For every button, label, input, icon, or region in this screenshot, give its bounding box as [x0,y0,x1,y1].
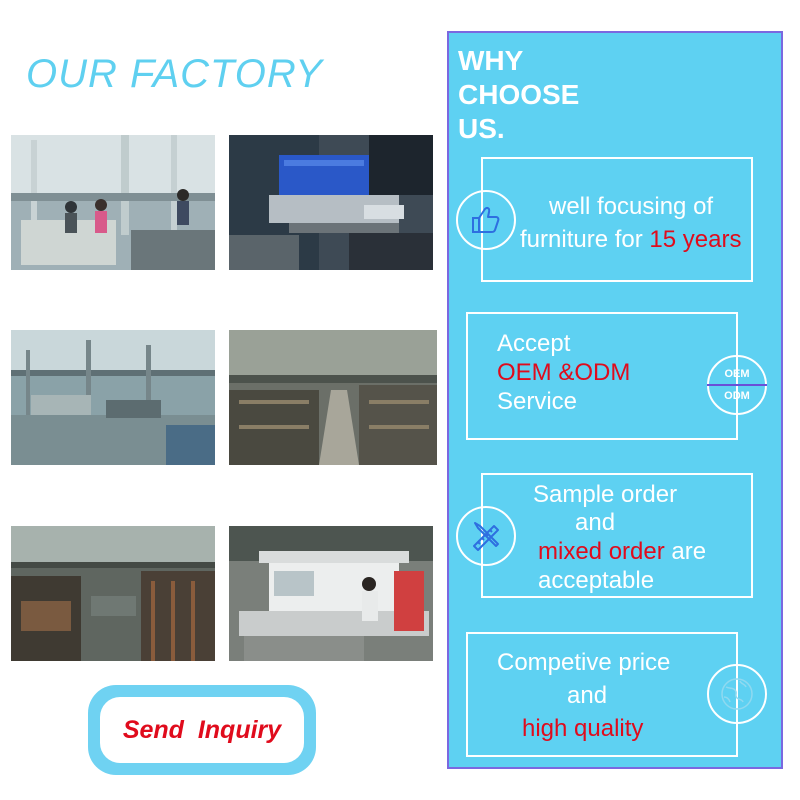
factory-photo [11,330,215,465]
highlight-text: mixed order [538,538,665,565]
pencil-ruler-icon [456,506,516,566]
thumbs-up-icon [456,190,516,250]
card-text-line: Service [497,388,578,415]
factory-photo [229,330,437,465]
factory-photo [229,135,433,270]
card-text-line: acceptable [538,567,655,594]
panel-title: WHY CHOOSE US. [458,45,580,144]
send-inquiry-button[interactable]: Send Inquiry [100,697,304,763]
oem-odm-icon: OEM ODM [707,355,767,415]
card-text-line: and [567,682,608,709]
factory-photo [11,135,215,270]
card-text-line: and [575,509,616,536]
card-text-line: Competive price [497,649,671,676]
highlight-text: 15 years [649,226,742,253]
card-text-line: Sample order [533,481,678,508]
factory-title: OUR FACTORY [26,52,323,96]
globe-icon [707,664,767,724]
factory-photo [229,526,433,661]
card-text-line: furniture for 15 years [520,226,742,253]
card-text-line: well focusing of [549,193,714,220]
card-text-line: Accept [497,330,571,357]
highlight-text: high quality [522,715,644,742]
highlight-text: OEM &ODM [497,359,631,386]
card-text-line: mixed order are [538,538,707,565]
factory-photo [11,526,215,661]
